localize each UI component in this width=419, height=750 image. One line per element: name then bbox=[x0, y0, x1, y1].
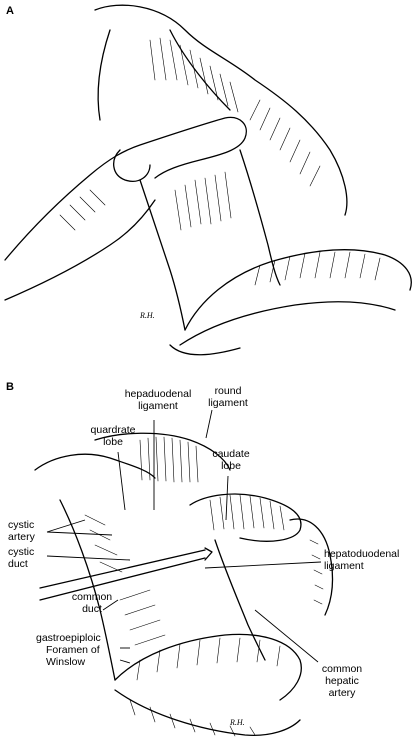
panel-a-ligament-body-right bbox=[239, 149, 281, 286]
panel-a-signature: R.H. bbox=[139, 311, 155, 320]
label-cystic-duct-line1: cystic bbox=[8, 546, 34, 558]
label-quardrate-line2: lobe bbox=[103, 436, 123, 448]
panel-a-bowel bbox=[184, 249, 412, 331]
label-quardrate-line1: quardrate bbox=[91, 424, 136, 436]
panel-b-liver-upper bbox=[94, 432, 231, 471]
leader-round-ligament bbox=[205, 409, 213, 439]
panel-a-ligament-left bbox=[97, 29, 111, 121]
label-round-line2: ligament bbox=[208, 397, 248, 409]
label-common-hepatic-artery-line3: artery bbox=[329, 687, 357, 699]
panel-b-ligament-left bbox=[59, 499, 116, 681]
panel-b-caudate-lobe bbox=[189, 493, 302, 542]
panel-a-letter: A bbox=[6, 5, 14, 17]
panel-b-instrument-upper bbox=[39, 549, 206, 589]
panel-b-ligament-right bbox=[214, 539, 266, 661]
panel-a-ligament-right bbox=[169, 29, 231, 111]
label-caudate-line1: caudate bbox=[212, 448, 250, 460]
label-common-duct-line1: common bbox=[72, 591, 112, 603]
label-gastroepiploic: gastroepiploic bbox=[36, 632, 101, 644]
panel-b-letter: B bbox=[6, 381, 14, 393]
leader-common-duct bbox=[102, 599, 119, 611]
label-common-duct-line2: duct bbox=[82, 603, 102, 615]
leader-cystic-artery-a bbox=[46, 519, 86, 533]
panel-a-bowel-lower bbox=[179, 301, 396, 346]
label-hepatoduodenal-line2: ligament bbox=[324, 560, 364, 572]
panel-a-hatching bbox=[59, 37, 381, 286]
label-hepaduodenal-line2: ligament bbox=[138, 400, 178, 412]
leader-caudate-lobe bbox=[225, 475, 229, 521]
panel-b: B R.H. bbox=[6, 381, 399, 737]
label-cystic-duct-line2: duct bbox=[8, 558, 28, 570]
leader-cystic-artery-b bbox=[46, 531, 113, 536]
leader-common-hepatic-artery bbox=[254, 609, 319, 663]
panel-a-ligament-body bbox=[139, 179, 186, 331]
panel-b-duodenum-lower bbox=[114, 689, 301, 736]
label-common-hepatic-artery-line1: common bbox=[322, 663, 362, 675]
label-foramen-line2: Winslow bbox=[46, 656, 86, 668]
label-common-hepatic-artery-line2: hepatic bbox=[325, 675, 359, 687]
label-hepaduodenal-line1: hepaduodenal bbox=[125, 388, 192, 400]
panel-b-instrument-lower bbox=[39, 557, 206, 601]
panel-a-liver-outline bbox=[94, 4, 348, 216]
label-round-line1: round bbox=[215, 385, 242, 397]
label-cystic-artery-line1: cystic bbox=[8, 519, 34, 531]
panel-a-finger-lower bbox=[4, 199, 156, 301]
panel-a: A R.H. bbox=[4, 4, 412, 356]
panel-b-quadrate-lobe bbox=[34, 453, 156, 479]
panel-b-hatching bbox=[84, 436, 324, 737]
panel-a-knuckle bbox=[113, 149, 151, 182]
leader-quardrate-lobe bbox=[117, 451, 126, 511]
panel-a-bowel-bottom bbox=[169, 344, 241, 356]
leader-cystic-duct bbox=[46, 555, 131, 561]
panel-b-leader-lines bbox=[46, 409, 322, 664]
label-foramen-line1: Foramen of bbox=[46, 644, 100, 656]
panel-b-duodenum bbox=[114, 633, 302, 701]
leader-hepatoduodenal bbox=[204, 561, 322, 569]
panel-b-instrument-tip bbox=[204, 547, 213, 561]
panel-b-signature: R.H. bbox=[229, 718, 245, 727]
leader-foramen bbox=[119, 659, 131, 664]
label-hepatoduodenal-line1: hepatoduodenal bbox=[324, 548, 399, 560]
panel-a-hand bbox=[4, 116, 247, 261]
label-cystic-artery-line2: artery bbox=[8, 531, 36, 543]
label-caudate-line2: lobe bbox=[221, 460, 241, 472]
panel-b-liver-right bbox=[289, 518, 334, 616]
panel-b-labels: hepaduodenal ligament round ligament qua… bbox=[8, 385, 399, 699]
